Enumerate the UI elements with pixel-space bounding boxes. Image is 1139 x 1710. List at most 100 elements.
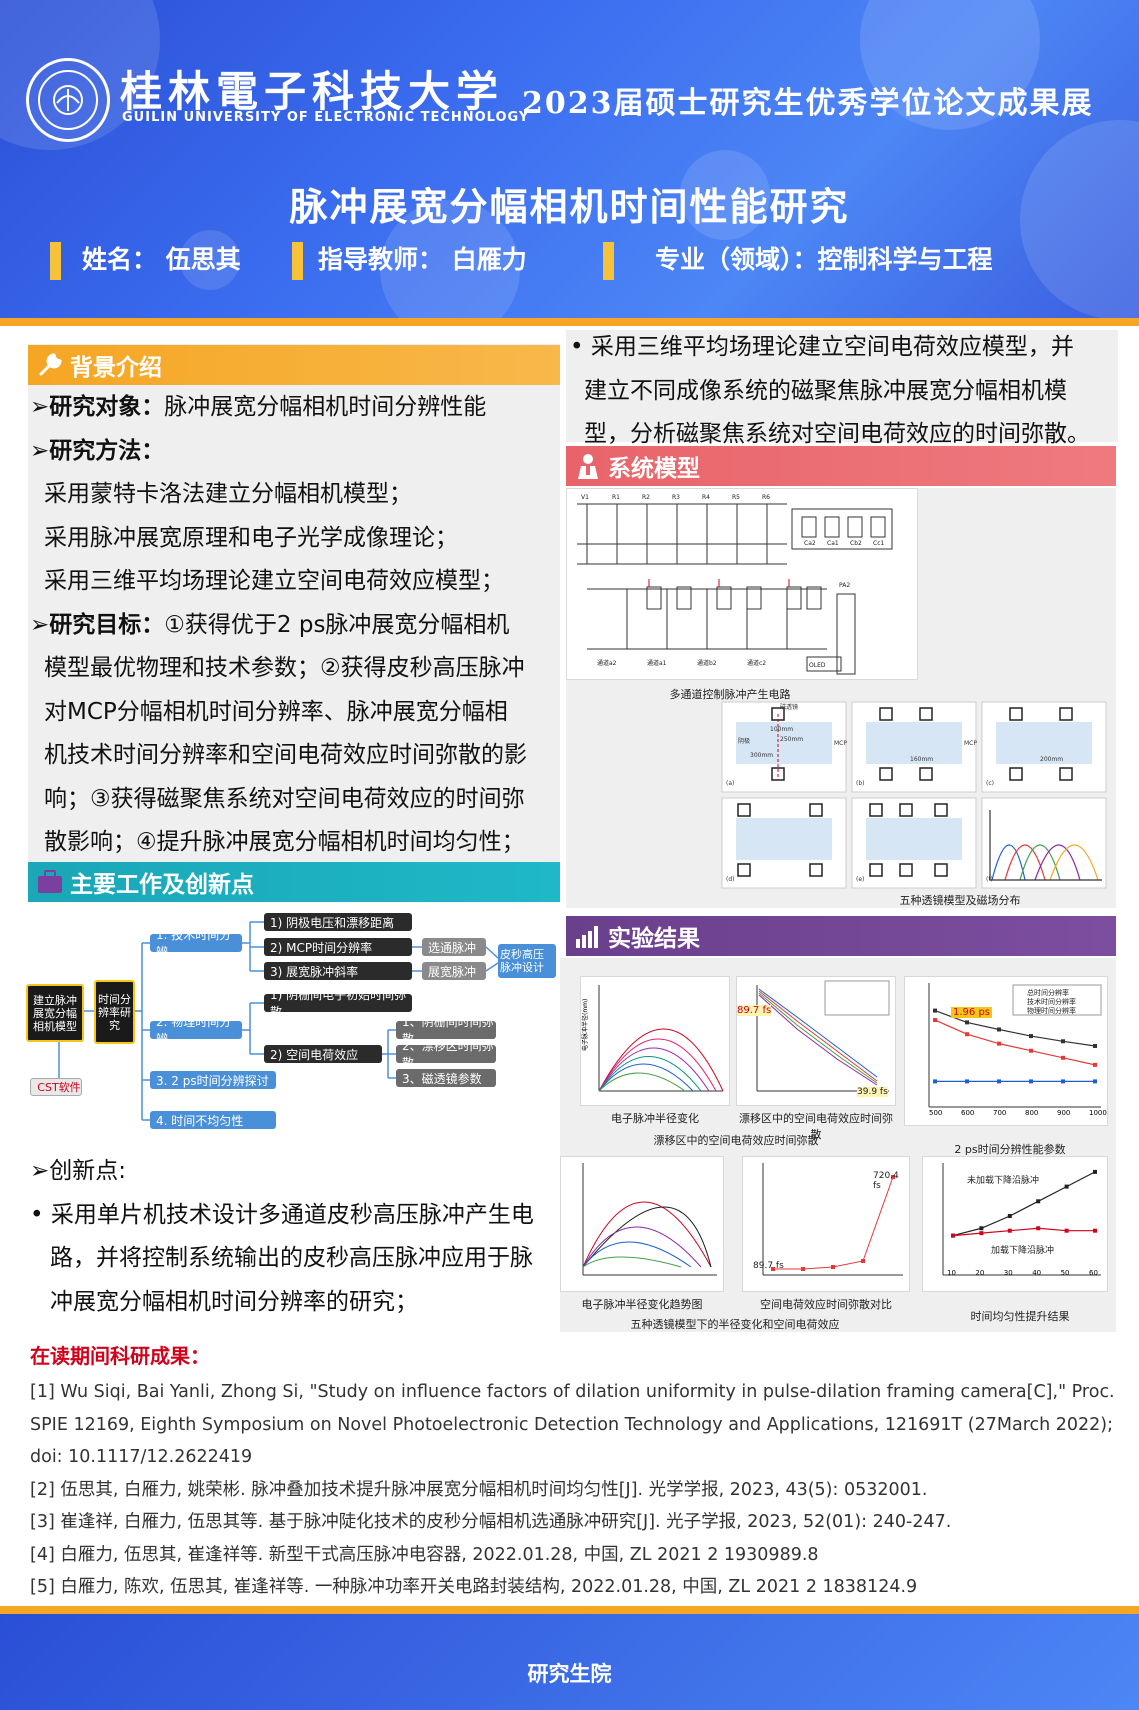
tick-label: 50 bbox=[1061, 1269, 1070, 1277]
compare-caption: 空间电荷效应时间弥散对比 bbox=[760, 1298, 892, 1311]
svg-text:Ca2: Ca2 bbox=[804, 540, 816, 547]
method-label: 研究方法： bbox=[49, 437, 165, 464]
space-charge-compare-chart: 89.7 fs 720.4 fs bbox=[742, 1156, 910, 1292]
header-banner bbox=[0, 0, 1139, 318]
panel-label: (b) bbox=[856, 780, 865, 787]
references-list: [1] Wu Siqi, Bai Yanli, Zhong Si, "Study… bbox=[30, 1376, 1120, 1604]
bar-chart-icon bbox=[574, 922, 602, 950]
info-bar-marker bbox=[603, 242, 614, 280]
svg-text:Cc1: Cc1 bbox=[873, 540, 884, 547]
resolution-legend bbox=[1012, 984, 1102, 1016]
label-unflat: 未加载下降沿脉冲 bbox=[967, 1176, 1040, 1186]
results-heading: 实验结果 bbox=[608, 926, 700, 952]
reference-item: [4] 白雁力, 伍思其, 崔逢祥等. 新型干式高压脉冲电容器, 2022.01… bbox=[30, 1544, 819, 1565]
radius-curve-1000 bbox=[598, 1028, 724, 1092]
goal-text: 散影响；④提升脉冲展宽分幅相机时间均匀性； bbox=[44, 829, 525, 855]
mcp-label: MCP bbox=[834, 740, 847, 747]
goal-text: 对MCP分幅相机时间分辨率、脉冲展宽分幅相 bbox=[44, 698, 508, 725]
university-name-en: GUILIN UNIVERSITY OF ELECTRONIC TECHNOLO… bbox=[122, 110, 530, 125]
trend-curve bbox=[582, 1226, 702, 1268]
svg-text:R3: R3 bbox=[672, 494, 680, 501]
phys-item-node: 2) 空间电荷效应 bbox=[264, 1045, 382, 1063]
space-charge-curve bbox=[758, 988, 878, 1078]
object-label: 研究对象： bbox=[49, 394, 165, 420]
data-point bbox=[1093, 1169, 1097, 1174]
uniformity-caption: 时间均匀性提升结果 bbox=[970, 1310, 1070, 1323]
phys-sub-node: 2、漂移区时间弥散 bbox=[396, 1039, 496, 1070]
pico-pulse-node: 皮秒高压脉冲设计 bbox=[498, 944, 556, 978]
lens-dim-label: 200mm bbox=[1040, 756, 1064, 763]
innovation-block: ➢创新点: • 采用单片机技术设计多通道皮秒高压脉冲产生电 路，并将控制系统输出… bbox=[30, 1150, 560, 1324]
root-node: 建立脉冲展宽分幅相机模型 bbox=[26, 984, 84, 1042]
reference-item: [5] 白雁力, 陈欢, 伍思其, 崔逢祥等. 一种脉冲功率开关电路封装结构, … bbox=[30, 1577, 918, 1597]
exhibition-title: 2023届硕士研究生优秀学位论文成果展 bbox=[522, 86, 1094, 121]
radius-curve-700 bbox=[598, 1056, 702, 1092]
radius-trend-chart bbox=[560, 1156, 724, 1292]
reference-item: [1] Wu Siqi, Bai Yanli, Zhong Si, "Study… bbox=[30, 1382, 1115, 1467]
goal-text: 模型最优物理和技术参数；②获得皮秒高压脉冲 bbox=[44, 655, 525, 681]
row1-caption: 漂移区中的空间电荷效应时间弥散 bbox=[653, 1134, 819, 1147]
data-point bbox=[1061, 1039, 1065, 1044]
data-point bbox=[1029, 1048, 1033, 1053]
right-top-text-line: 采用三维平均场理论建立空间电荷效应模型，并 bbox=[590, 334, 1074, 360]
innovation-label: 创新点: bbox=[49, 1158, 127, 1184]
svg-text:通道b2: 通道b2 bbox=[697, 659, 717, 667]
tick-label: 600 bbox=[961, 1109, 974, 1117]
tech-item-node: 2) MCP时间分辨率 bbox=[264, 938, 412, 956]
trend-curve bbox=[582, 1256, 682, 1268]
lens-models bbox=[721, 701, 1107, 889]
space-charge-legend bbox=[824, 980, 890, 1016]
student-name: 姓名： 伍思其 bbox=[82, 245, 241, 274]
goal-text: ①获得优于2 ps脉冲展宽分幅相机 bbox=[164, 611, 510, 638]
data-point bbox=[1093, 1079, 1097, 1084]
header-divider bbox=[0, 318, 1139, 326]
data-point bbox=[1061, 1055, 1065, 1060]
system-heading: 系统模型 bbox=[608, 456, 700, 482]
svg-text:R2: R2 bbox=[642, 494, 650, 501]
radius-curve-800 bbox=[598, 1047, 710, 1092]
data-point bbox=[1036, 1226, 1041, 1231]
panel-label: (d) bbox=[726, 876, 735, 883]
panel-label: (f) bbox=[986, 876, 993, 883]
tick-label: 700 bbox=[993, 1109, 1006, 1117]
svg-text:Ca1: Ca1 bbox=[827, 540, 839, 547]
space-charge-curve bbox=[758, 990, 878, 1082]
system-section-header: 系统模型 bbox=[566, 446, 1116, 486]
tick-label: 40 bbox=[1032, 1269, 1041, 1277]
method-item: 采用脉冲展宽原理和电子光学成像理论； bbox=[44, 524, 458, 551]
university-name-cn: 桂林電子科技大学 bbox=[120, 67, 505, 116]
tick-label: 10 bbox=[947, 1269, 956, 1277]
university-logo bbox=[26, 58, 110, 142]
data-point bbox=[1029, 1079, 1033, 1084]
space-charge-curve bbox=[758, 994, 878, 1086]
right-top-text-line: 型，分析磁聚焦系统对空间电荷效应的时间弥散。 bbox=[584, 421, 1090, 447]
info-bar-marker bbox=[50, 242, 61, 280]
data-point bbox=[979, 1231, 984, 1236]
briefcase-icon bbox=[36, 868, 64, 896]
space-charge-chart-svg bbox=[756, 980, 890, 1092]
radius-curve-600 bbox=[598, 1063, 694, 1092]
radius-chart: 电子脉冲半径(mm) bbox=[580, 976, 730, 1106]
series-line bbox=[952, 1171, 1096, 1237]
footer-banner bbox=[0, 1614, 1139, 1710]
tick-label: 30 bbox=[1004, 1269, 1013, 1277]
data-point bbox=[1029, 1034, 1033, 1039]
data-point bbox=[979, 1226, 984, 1231]
radius-caption: 电子脉冲半径变化 bbox=[611, 1112, 699, 1125]
svg-text:通道c2: 通道c2 bbox=[747, 659, 766, 667]
data-point bbox=[1007, 1228, 1012, 1233]
goal-text: 响；③获得磁聚焦系统对空间电荷效应的时间弥 bbox=[44, 785, 525, 812]
logo-emblem-icon bbox=[38, 70, 98, 130]
widen-pulse-node: 展宽脉冲 bbox=[422, 962, 486, 980]
tick-label: 900 bbox=[1057, 1109, 1070, 1117]
footer-divider bbox=[0, 1606, 1139, 1614]
select-pulse-node: 选通脉冲 bbox=[422, 938, 486, 956]
tick-label: 60 bbox=[1089, 1269, 1098, 1277]
advisor-name: 指导教师： 白雁力 bbox=[318, 245, 527, 274]
compare-svg bbox=[762, 1163, 903, 1276]
reference-item: [3] 崔逢祥, 白雁力, 伍思其等. 基于脉冲陡化技术的皮秒分幅相机选通脉冲研… bbox=[30, 1512, 952, 1532]
radius-trend-svg bbox=[582, 1163, 717, 1276]
innovation-line: • 采用单片机技术设计多通道皮秒高压脉冲产生电 bbox=[30, 1201, 534, 1228]
